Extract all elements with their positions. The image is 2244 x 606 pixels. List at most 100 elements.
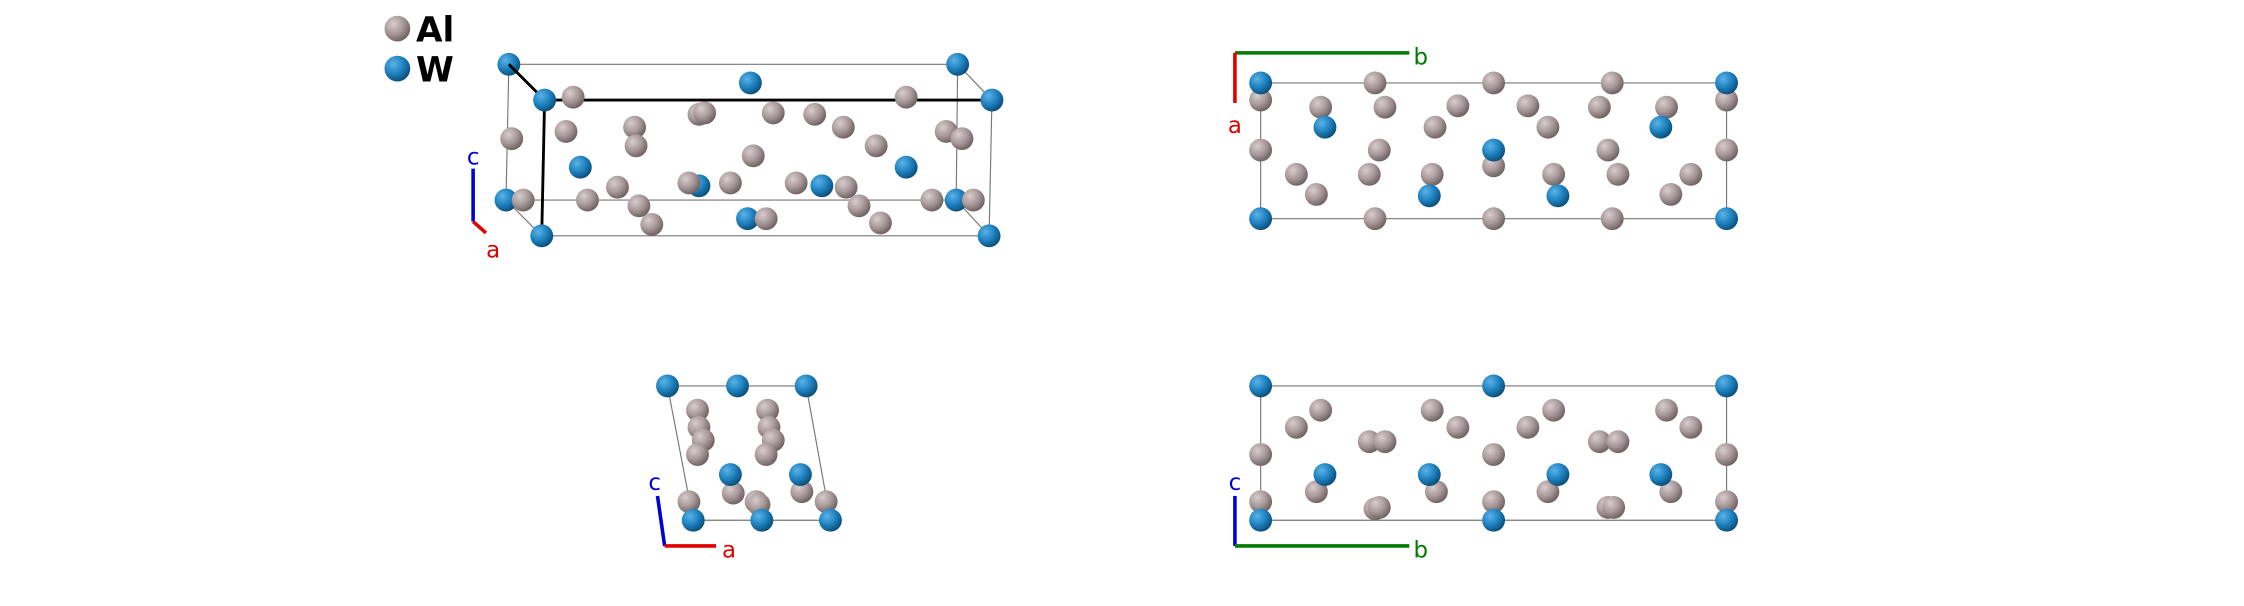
al-atom [640,212,664,236]
al-atom [1587,430,1611,454]
w-atom [1546,463,1570,486]
al-atom [1655,398,1678,422]
legend-w-sphere [384,55,411,82]
al-atom [761,101,785,125]
al-atom [1446,94,1470,118]
al-atom [500,127,524,151]
al-atom [1446,415,1470,439]
al-atom [1602,495,1626,519]
al-atom [1249,443,1273,466]
w-atom [1715,207,1739,231]
al-atom [756,398,779,422]
w-atom [788,463,812,486]
al-atom [1304,182,1328,206]
panel-perspective: ca [467,52,1004,263]
al-atom [554,120,578,143]
al-atom [1715,88,1739,112]
al-atom [1606,430,1630,454]
al-atom [1309,398,1333,422]
axis-b-label: b [1413,44,1428,70]
w-atom [1482,374,1506,398]
al-atom [721,481,745,505]
w-atom [530,224,554,248]
al-atom [1715,138,1739,162]
legend: Al W [384,10,454,90]
al-atom [624,134,648,158]
al-atom [1363,71,1387,95]
w-atom [738,71,762,95]
axis-a-label: a [722,537,736,563]
al-atom [961,188,985,212]
w-atom [819,508,842,532]
al-atom [1363,207,1387,231]
axis-a-label: a [486,237,500,263]
w-atom [750,508,774,532]
w-atom [794,374,818,398]
al-atom [1420,398,1444,422]
w-atom [1249,71,1273,95]
al-atom [718,171,742,195]
al-atom [1482,207,1506,231]
al-atom [1659,182,1683,206]
al-atom [1715,443,1739,466]
cell-edge [988,100,993,236]
al-atom [1536,115,1560,139]
al-atom [686,398,709,422]
w-atom [894,155,918,179]
al-atom [1600,207,1624,231]
al-atom [1284,415,1308,439]
al-atom [894,85,918,109]
w-atom [568,155,592,179]
al-atom [1482,490,1506,514]
w-atom [1417,184,1441,208]
al-atom [814,490,838,514]
legend-w-label: W [416,50,454,90]
al-atom [1659,480,1683,504]
al-atom [1679,415,1703,439]
al-atom [1516,94,1540,118]
al-atom [1373,430,1397,454]
al-atom [784,171,808,195]
al-atom [869,211,892,235]
al-atom [754,443,778,466]
w-atom [1482,508,1506,532]
axis-a-arrow [471,220,488,235]
al-atom [1655,95,1678,119]
cell-edge [540,100,547,236]
al-atom [1357,162,1381,186]
axis-a-label: a [1228,113,1242,139]
w-atom [736,207,759,231]
al-atom [576,188,599,212]
al-atom [1542,398,1566,422]
w-atom [980,88,1004,112]
al-atom [1309,95,1333,119]
al-atom [790,480,814,504]
al-atom [1249,138,1273,162]
al-atom [1249,490,1273,514]
axis-c-arrow [655,495,667,547]
al-atom [1425,480,1448,504]
panel-along-b: ca [648,374,842,563]
w-atom [1546,184,1570,208]
w-atom [1715,374,1739,398]
w-atom [1249,374,1273,398]
al-atom [693,101,717,125]
al-atom [1284,162,1308,186]
axis-c-label: c [467,144,480,170]
w-atom [944,188,968,212]
w-atom [1649,463,1673,486]
w-atom [718,463,742,486]
al-atom [686,443,709,466]
al-atom [803,102,827,126]
al-atom [511,188,535,212]
al-atom [606,175,629,199]
al-atom [1679,162,1703,186]
al-atom [677,171,701,195]
al-atom [1482,154,1506,178]
w-atom [533,88,557,112]
w-atom [494,188,518,212]
w-atom [1715,71,1739,95]
al-atom [1536,480,1560,504]
legend-al-label: Al [416,10,454,50]
